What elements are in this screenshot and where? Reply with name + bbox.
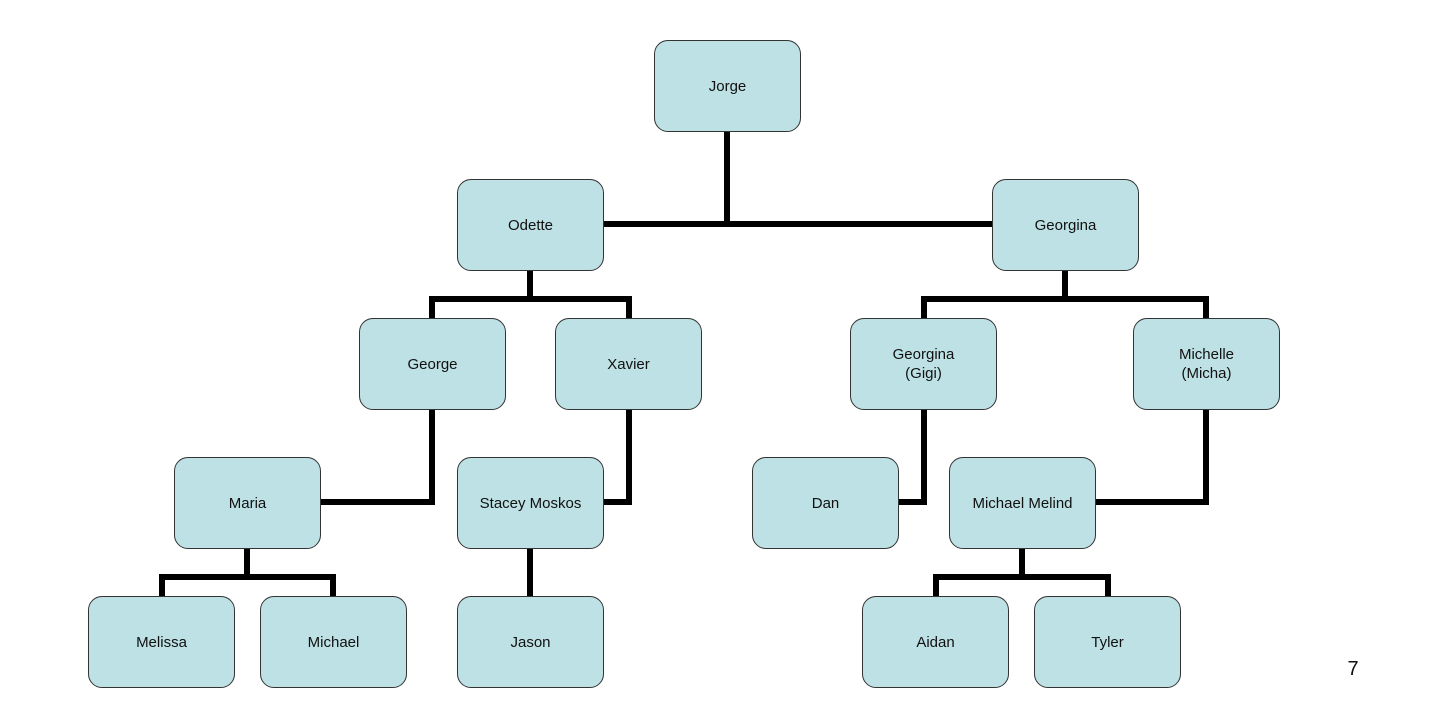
connector-xavier-stacey — [602, 408, 632, 505]
node-michael: Michael — [260, 596, 407, 688]
connector-melind-aidan-tyler — [933, 574, 1111, 598]
node-dan: Dan — [752, 457, 899, 549]
node-aidan: Aidan — [862, 596, 1009, 688]
node-maria: Maria — [174, 457, 321, 549]
node-georgina: Georgina — [992, 179, 1139, 271]
node-michelle-micha: Michelle (Micha) — [1133, 318, 1280, 410]
connector-jorge-odette — [602, 131, 730, 227]
connector-maria-melissa-michael — [159, 574, 336, 598]
node-jason: Jason — [457, 596, 604, 688]
node-xavier: Xavier — [555, 318, 702, 410]
node-melissa: Melissa — [88, 596, 235, 688]
node-tyler: Tyler — [1034, 596, 1181, 688]
connector-georgina-gigi-micha — [921, 296, 1209, 320]
connector-odette-george — [429, 296, 632, 320]
node-stacey-moskos: Stacey Moskos — [457, 457, 604, 549]
connector-micha-melind — [1094, 408, 1209, 505]
connector-gigi-dan — [897, 408, 927, 505]
node-odette: Odette — [457, 179, 604, 271]
node-george: George — [359, 318, 506, 410]
node-georgina-gigi: Georgina (Gigi) — [850, 318, 997, 410]
node-michael-melind: Michael Melind — [949, 457, 1096, 549]
slide-number: 7 — [1347, 658, 1359, 680]
node-jorge: Jorge — [654, 40, 801, 132]
connector-george-maria — [320, 408, 435, 505]
